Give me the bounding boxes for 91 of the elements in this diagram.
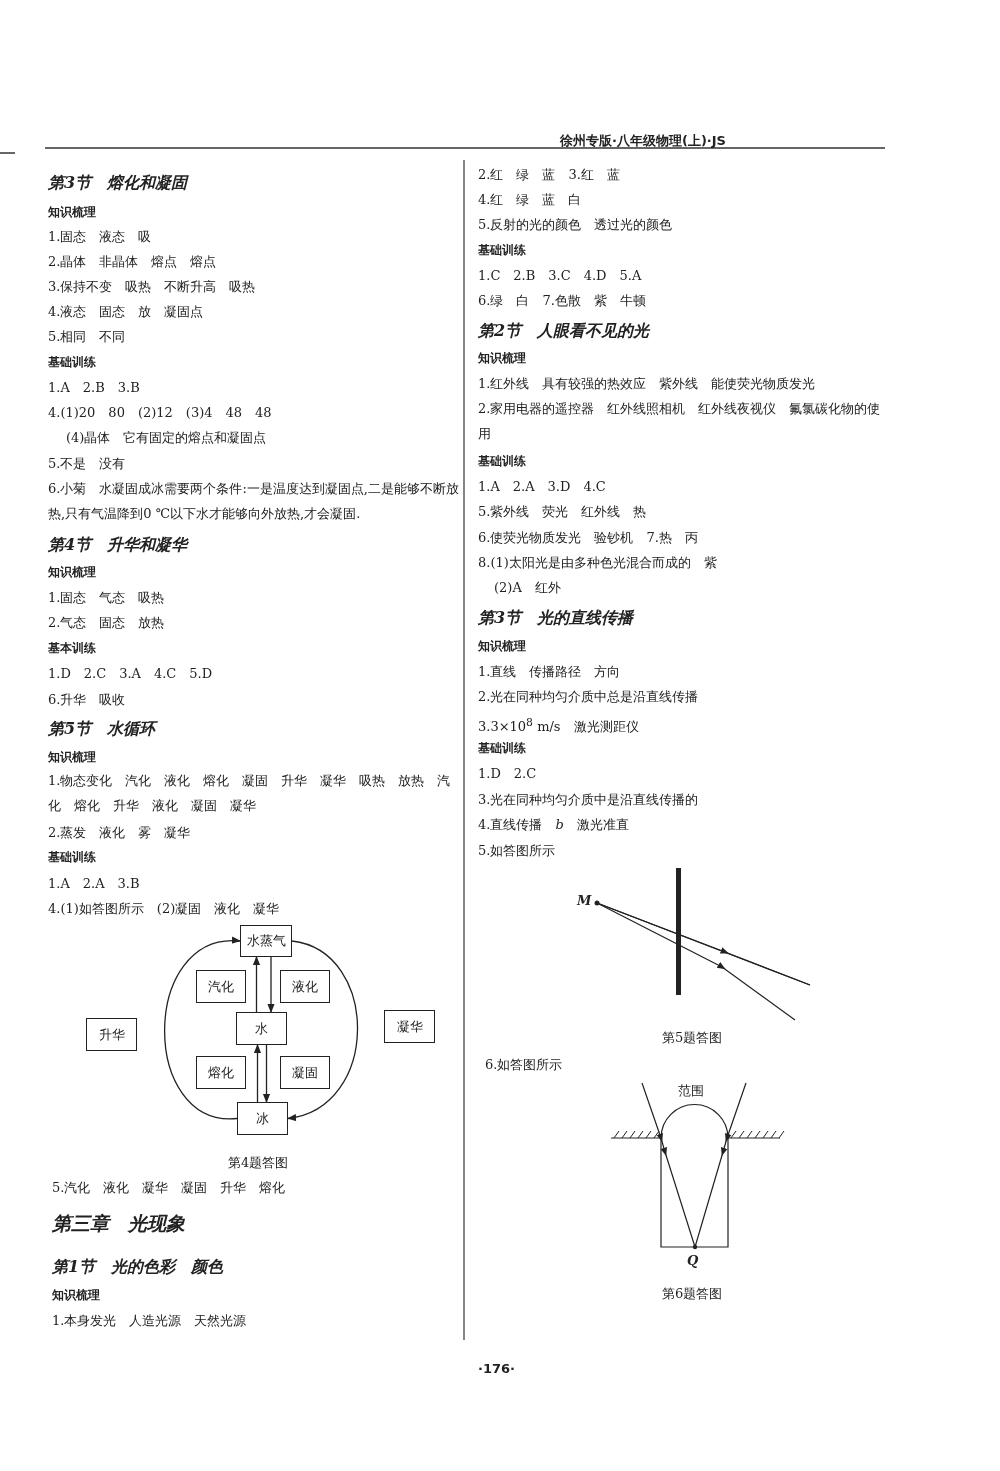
answer-line: 4.红 绿 蓝 白 <box>478 191 582 209</box>
answer-line: 6.升华 吸收 <box>48 691 126 709</box>
arrow <box>267 956 275 1013</box>
answer-line: 6.如答图所示 <box>485 1056 563 1074</box>
answer-line: 4.直线传播 b 激光准直 <box>478 816 629 834</box>
answer-line: 6.绿 白 7.色散 紫 牛顿 <box>478 292 646 310</box>
process-box <box>236 1012 287 1045</box>
figure-caption: 第4题答图 <box>228 1154 289 1172</box>
answer-line: 4.(1)如答图所示 (2)凝固 液化 凝华 <box>48 900 280 918</box>
answer-line: 3.光在同种均匀介质中是沿直线传播的 <box>478 791 699 809</box>
section-heading: 第4节 升华和凝华 <box>48 534 188 556</box>
answer-line: 5.反射的光的颜色 透过光的颜色 <box>478 216 673 234</box>
answer-line: 5.如答图所示 <box>478 842 556 860</box>
subheading: 基本训练 <box>48 640 96 657</box>
answer-line: 5.不是 没有 <box>48 455 126 473</box>
section-heading: 第1节 光的色彩 颜色 <box>52 1256 224 1278</box>
subheading: 知识梳理 <box>52 1287 100 1304</box>
answer-line: 1.D 2.C 3.A 4.C 5.D <box>48 665 213 683</box>
subheading: 基础训练 <box>478 740 526 757</box>
process-box <box>196 970 246 1003</box>
section-heading: 第3节 熔化和凝固 <box>48 172 188 194</box>
box-label: 升华 <box>98 1025 125 1044</box>
answer-line: 3.保持不变 吸热 不断升高 吸热 <box>48 278 256 296</box>
process-box <box>240 925 292 957</box>
region-label: 范围 <box>678 1082 704 1100</box>
answer-line: 8.(1)太阳光是由多种色光混合而成的 紫 <box>478 554 717 572</box>
section-heading: 第3节 光的直线传播 <box>478 607 634 629</box>
subheading: 基础训练 <box>478 453 526 470</box>
arrow <box>253 1044 262 1103</box>
section-heading: 第2节 人眼看不见的光 <box>478 320 650 342</box>
answer-paragraph: 1.物态变化 汽化 液化 熔化 凝固 升华 凝华 吸热 放热 汽化 熔化 升华 液化 凝固 凝华 <box>48 772 452 815</box>
answer-line: 1.A 2.A 3.D 4.C <box>478 478 606 496</box>
answer-line: 1.固态 液态 吸 <box>48 228 152 246</box>
box-label: 冰 <box>256 1109 269 1128</box>
answer-line: 1.C 2.B 3.C 4.D 5.A <box>478 267 642 285</box>
answer-line: 4.(1)20 80 (2)12 (3)4 48 48 <box>48 404 272 422</box>
box-label: 汽化 <box>208 977 234 996</box>
subheading: 知识梳理 <box>48 564 96 581</box>
arrow <box>287 940 359 1120</box>
answer-line: 5.相同 不同 <box>48 328 126 346</box>
process-box <box>86 1018 137 1051</box>
figure-caption: 第5题答图 <box>662 1029 723 1047</box>
answer-line: 1.A 2.A 3.B <box>48 875 140 893</box>
box-label: 水蒸气 <box>246 932 286 950</box>
answer-line: 1.本身发光 人造光源 天然光源 <box>52 1312 247 1330</box>
subheading: 知识梳理 <box>478 350 526 367</box>
answer-line: 1.直线 传播路径 方向 <box>478 663 621 681</box>
answer-line: 5.汽化 液化 凝华 凝固 升华 熔化 <box>52 1179 286 1197</box>
process-box <box>384 1010 435 1043</box>
subheading: 基础训练 <box>48 354 96 371</box>
answer-line: 2.晶体 非晶体 熔点 熔点 <box>48 253 217 271</box>
running-header: 徐州专版·八年级物理(上)·JS <box>560 132 726 150</box>
arrow <box>164 937 241 1120</box>
answer-line: 1.红外线 具有较强的热效应 紫外线 能使荧光物质发光 <box>478 375 816 393</box>
process-box <box>237 1102 288 1135</box>
answer-line: 5.紫外线 荧光 红外线 热 <box>478 503 647 521</box>
arrow <box>252 956 261 1013</box>
subheading: 基础训练 <box>48 849 96 866</box>
point-label: M <box>577 892 592 910</box>
process-box <box>280 1056 330 1089</box>
answer-line: (2)A 红外 <box>494 579 561 597</box>
answer-line: 6.使荧光物质发光 验钞机 7.热 丙 <box>478 529 698 547</box>
subheading: 知识梳理 <box>48 749 96 766</box>
point-label: Q <box>687 1252 699 1270</box>
answer-line: 2.气态 固态 放热 <box>48 614 165 632</box>
answer-paragraph: 6.小菊 水凝固成冰需要两个条件:一是温度达到凝固点,二是能够不断放热,只有气温降到0 ℃以下水才能够向外放热,才会凝固. <box>48 480 460 523</box>
answer-line: 2.蒸发 液化 雾 凝华 <box>48 824 191 842</box>
box-label: 液化 <box>292 977 318 996</box>
box-label: 凝华 <box>396 1017 423 1036</box>
page-number: ·176· <box>478 1360 515 1378</box>
box-label: 熔化 <box>208 1063 234 1082</box>
process-box <box>196 1056 246 1089</box>
subheading: 知识梳理 <box>48 204 96 221</box>
answer-paragraph: 2.家用电器的遥控器 红外线照相机 红外线夜视仪 氟氯碳化物的使用 <box>478 400 882 443</box>
subheading: 基础训练 <box>478 242 526 259</box>
answer-line: (4)晶体 它有固定的熔点和凝固点 <box>66 429 267 447</box>
subheading: 知识梳理 <box>478 638 526 655</box>
arrow <box>262 1044 271 1103</box>
box-label: 水 <box>255 1019 268 1038</box>
answer-line: 1.固态 气态 吸热 <box>48 589 165 607</box>
figure-caption: 第6题答图 <box>662 1285 723 1303</box>
box-label: 凝固 <box>292 1063 318 1082</box>
answer-line: 2.红 绿 蓝 3.红 蓝 <box>478 166 620 184</box>
process-box <box>280 970 330 1003</box>
answer-line: 4.液态 固态 放 凝固点 <box>48 303 204 321</box>
answer-line: 1.A 2.B 3.B <box>48 379 140 397</box>
answer-line: 2.光在同种均匀介质中总是沿直线传播 <box>478 688 699 706</box>
answer-line: 1.D 2.C <box>478 765 537 783</box>
section-heading: 第5节 水循环 <box>48 718 156 740</box>
answer-line: 3.3×10$^{8}$ m/s 激光测距仪 <box>478 715 639 737</box>
chapter-heading: 第三章 光现象 <box>52 1211 185 1236</box>
